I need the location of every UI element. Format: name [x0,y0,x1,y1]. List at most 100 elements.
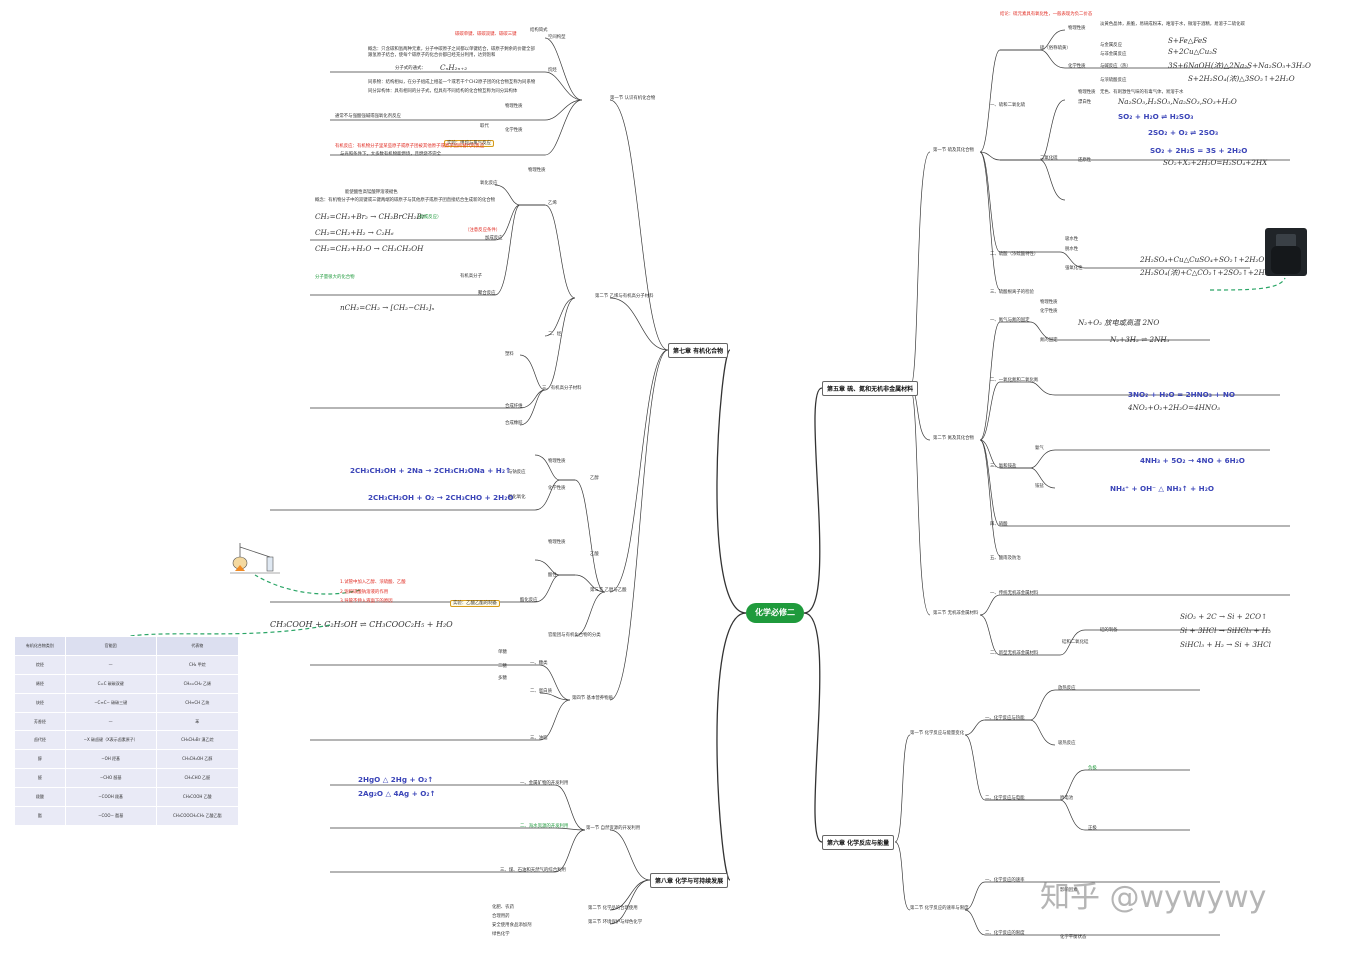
node-text: 物理性质 [1068,26,1086,31]
node-text: 二、新型无机非金属材料 [990,651,1039,656]
table-cell: −C≡C− 碳碳三键 [64,692,157,713]
formula-ethylene-h2o: CH₂=CH₂+H₂O → CH₃CH₂OH [315,244,424,253]
section-5-1[interactable]: 第一节 硫及其化合物 [933,148,974,153]
node-text: 二氧化硫 [1040,156,1058,161]
section-8-2[interactable]: 第二节 化学品的合理使用 [588,906,638,911]
node-text: 与非金属反应 [1100,52,1127,57]
table-cell: −CHO 醛基 [64,768,157,789]
table-row: 醇 −OH 羟基 CH₃CH₂OH 乙醇 [14,749,240,770]
formula-n2-o2: N₂+O₂ 放电或高温 2NO [1078,318,1160,327]
section-6-1[interactable]: 第一节 化学反应与能量变化 [910,731,965,736]
node-text: 与钠反应 [508,470,526,475]
formula-no2-water: 3NO₂ + H₂O = 2HNO₃ + NO [1128,390,1236,399]
node-text: 脱水性 [1065,247,1079,252]
node-text: 化学性质 [1040,309,1058,314]
node-text: 同系物：结构相似，在分子组成上相差一个或若干个CH2原子团的化合物互称为同系物 [368,80,536,85]
section-8-3[interactable]: 第三节 环境保护与绿色化学 [588,920,643,925]
node-text: 加成反应 [485,236,503,241]
center-topic[interactable]: 化学必修二 [746,603,804,623]
node-text: 硅和二氧化硅 [1062,640,1089,645]
node-text: 1.试管中加入乙醇、浓硫酸、乙酸 [340,580,406,585]
table-cell: CH₃COOH 乙酸 [155,787,240,808]
node-text: 放热反应 [1058,686,1076,691]
table-cell: 羧酸 [14,787,66,808]
node-text: 概念：只含碳和氢两种元素，分子中碳原子之间都以单键结合，碳原子剩余的价键全部 [368,47,535,52]
node-text: 碳碳单键、碳碳双键、碳碳三键 [455,32,517,37]
node-text: 吸水性 [1065,237,1079,242]
section-7-3[interactable]: 第三节 乙醇与乙酸 [590,588,627,593]
reagent-bottle-image [1265,228,1307,276]
node-text: 跟氢原子结合，使每个碳原子的化合价都已经充分利用，达到饱和 [368,53,496,58]
node-text: 能使酸性高锰酸钾溶液褪色 [345,190,398,195]
node-text: 氮的固定 [1040,338,1058,343]
chapter-6-node[interactable]: 第六章 化学反应与能量 [822,835,895,850]
formula-hgo: 2HgO △ 2Hg + O₂↑ [358,775,434,784]
node-text: 正极 [1088,826,1097,831]
methane-experiment[interactable]: 实验：甲烷与氯气反应 [444,140,494,147]
node-text: 四、硝酸 [990,522,1008,527]
node-text: 三、煤、石油和天然气的综合利用 [500,868,566,873]
node-text: 物理性质 [505,104,523,109]
node-text: 二、烃 [548,332,562,337]
formula-h2so4-cu: 2H₂SO₄+Cu△CuSO₄+SO₂↑+2H₂O [1140,255,1265,264]
table-cell: CH₄ 甲烷 [155,654,240,675]
node-text: 乙烯 [548,201,557,206]
node-text: 二、硫酸（浓硫酸特性） [990,252,1039,257]
table-header: 官能团 [64,636,157,656]
node-text: 影响因素 [1060,888,1078,893]
node-text: 二糖 [498,664,507,669]
node-text: 氧化反应 [480,181,498,186]
table-row: 炔烃 −C≡C− 碳碳三键 CH≡CH 乙炔 [14,692,240,713]
node-text: 化肥、农药 [492,905,514,910]
node-text: 有机反应：有机物分子里某些原子或原子团被其他原子或原子团所替代的反应 [335,144,485,149]
table-row: 烷烃 — CH₄ 甲烷 [14,654,240,675]
node-text: 聚合反应 [478,291,496,296]
node-text: 单糖 [498,650,507,655]
formula-s-cu: S+2Cu△Cu₂S [1168,47,1218,56]
chapter-8-node[interactable]: 第八章 化学与可持续发展 [650,873,729,888]
node-text: 化学性质 [1068,64,1086,69]
section-7-4[interactable]: 第四节 基本营养物质 [572,696,613,701]
node-text: （注意反应条件） [465,228,501,233]
node-text: 五、酸雨及防治 [990,556,1021,561]
node-text: 强氧化性 [1065,266,1083,271]
section-5-3[interactable]: 第三节 无机非金属材料 [933,611,979,616]
node-text: （加成反应） [415,215,442,220]
node-text: 概念：有机物分子中的双键或三键两端的碳原子与其他原子或原子团直接结合生成新的化合… [315,198,496,203]
section-5-2[interactable]: 第二节 氮及其化合物 [933,436,974,441]
section-7-2[interactable]: 第二节 乙烯与有机高分子材料 [595,294,654,299]
chapter-5-node[interactable]: 第五章 硫、氮和无机非金属材料 [822,381,919,396]
chapter-7-node[interactable]: 第七章 有机化合物 [668,343,729,358]
table-row: 烯烃 C=C 碳碳双键 CH₂=CH₂ 乙烯 [14,673,240,694]
node-text: 通常不与强酸强碱或强氧化剂反应 [335,114,401,119]
node-text: 与碱反应（热） [1100,64,1131,69]
section-7-1[interactable]: 第一节 认识有机化合物 [610,96,656,101]
node-text: 乙酸 [590,552,599,557]
section-6-2[interactable]: 第二节 化学反应的速率与限度 [910,906,969,911]
node-text: 绿色化学 [492,932,510,937]
formula-ethylene-h2: CH₂=CH₂+H₂ → C₂H₆ [315,228,394,237]
node-text: 酯化反应 [520,598,538,603]
table-cell: — [64,654,157,675]
table-cell: −COO− 酯基 [64,806,157,826]
table-cell: C=C 碳碳双键 [64,673,157,694]
node-text: 安全使用食品添加剂 [492,923,532,928]
node-text: 与金属反应 [1100,43,1122,48]
table-header: 有机化合物类别 [14,636,66,656]
node-text: 三、硫酸根离子的检验 [990,290,1034,295]
table-header: 代表物 [155,636,240,656]
ester-experiment[interactable]: 实验：乙酸乙酯的制备 [450,600,500,607]
node-text: 二、化学反应的限度 [985,931,1025,936]
watermark: 知乎 @wywywy [1040,880,1267,915]
node-text: 一、硫和二氧化硫 [990,103,1026,108]
formula-sihcl3-h2: SiHCl₃ + H₂ → Si + 3HCl [1180,640,1271,649]
node-text: 催化氧化 [508,495,526,500]
formula-no2-o2: 4NO₂+O₂+2H₂O=4HNO₃ [1128,403,1220,412]
distillation-apparatus-icon [230,543,280,574]
node-text: 合成纤维 [505,404,523,409]
formula-so2-halogen: SO₂+X₂+2H₂O=H₂SO₄+2HX [1163,158,1268,167]
section-8-1[interactable]: 第一节 自然资源的开发利用 [586,826,641,831]
table-cell: −COOH 羧基 [64,787,157,808]
node-text: 乙醇 [590,476,599,481]
